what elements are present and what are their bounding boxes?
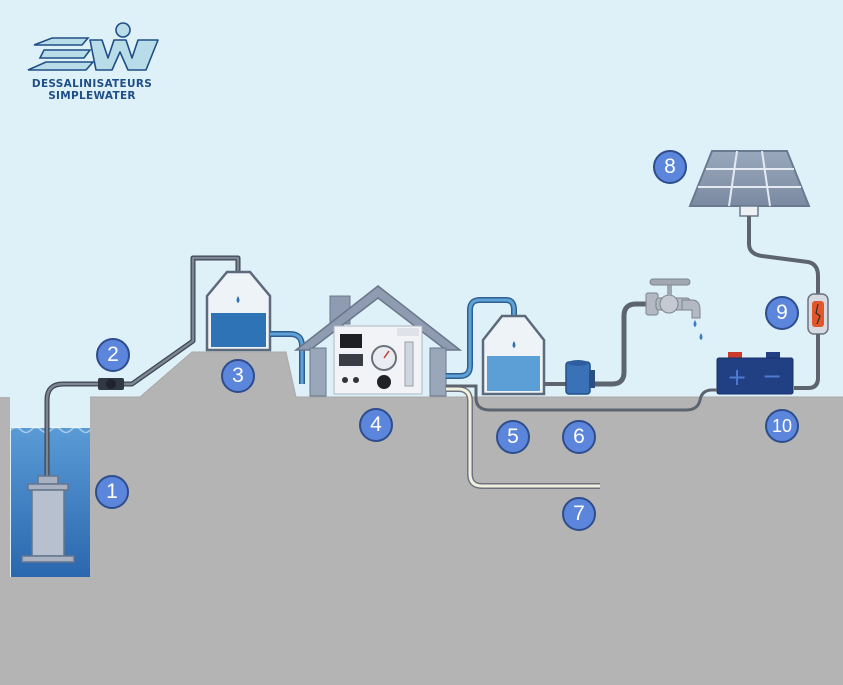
brine-outlet-pipe-icon [446, 386, 600, 489]
ground-edge [90, 351, 843, 398]
solar-panel-icon [688, 150, 811, 217]
fuse-icon [807, 293, 829, 335]
marker-6: 6 [562, 420, 596, 454]
submersible-pump-icon [21, 475, 75, 563]
power-cable [446, 384, 717, 412]
solar-cable [747, 216, 820, 296]
battery-cable [794, 334, 820, 390]
tap-icon [645, 278, 703, 340]
tap-pipe [595, 301, 650, 387]
ground [0, 352, 843, 685]
valve-icon [98, 378, 124, 390]
raw-water-tank-icon [205, 270, 272, 352]
fresh-water-tank-icon [481, 314, 546, 396]
svg-text:+: + [727, 363, 747, 391]
marker-10: 10 [765, 409, 799, 443]
filter-icon [565, 360, 595, 395]
battery-icon: + − [716, 352, 794, 395]
brand-line-2: SIMPLEWATER [48, 90, 136, 102]
marker-7: 7 [562, 497, 596, 531]
brand-name: DESSALINISATEURS SIMPLEWATER [22, 78, 162, 102]
svg-text:−: − [762, 362, 782, 390]
marker-4: 4 [359, 408, 393, 442]
marker-8: 8 [653, 150, 687, 184]
desalinator-unit-icon [293, 285, 463, 397]
marker-3: 3 [221, 359, 255, 393]
marker-1: 1 [95, 475, 129, 509]
marker-2: 2 [96, 338, 130, 372]
logo [27, 22, 159, 71]
marker-5: 5 [496, 420, 530, 454]
marker-9: 9 [765, 296, 799, 330]
brand-line-1: DESSALINISATEURS [31, 78, 153, 90]
